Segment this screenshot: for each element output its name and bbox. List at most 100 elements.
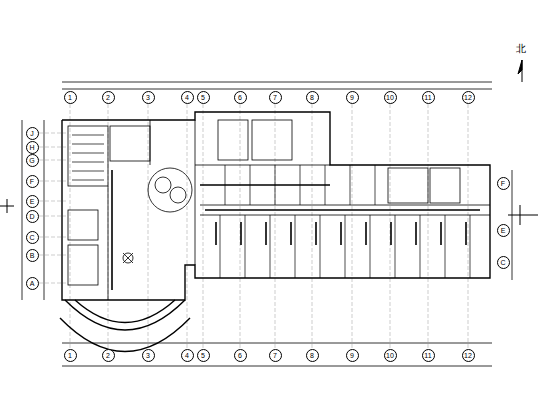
grid-bubble: E xyxy=(26,195,39,208)
grid-bubble: 7 xyxy=(269,91,282,104)
fan-coil xyxy=(365,222,367,245)
grid-bubble: H xyxy=(26,141,39,154)
partition xyxy=(395,215,396,278)
grid-line xyxy=(428,104,429,348)
grid-number: 2 xyxy=(106,94,110,101)
grid-number: 9 xyxy=(350,352,354,359)
grid-line xyxy=(240,104,241,348)
grid-number: 11 xyxy=(424,352,431,359)
partition xyxy=(220,215,221,278)
grid-number: 6 xyxy=(238,352,242,359)
grid-number: 12 xyxy=(464,352,472,359)
partition xyxy=(300,165,301,205)
grid-line xyxy=(275,104,276,348)
grid-bubble: 9 xyxy=(346,349,359,362)
fan-coil xyxy=(315,222,317,245)
interior-walls xyxy=(68,120,490,300)
grid-bubble: 1 xyxy=(64,91,77,104)
partition xyxy=(470,215,471,278)
grid-line xyxy=(70,104,71,348)
equipment-line xyxy=(72,144,104,145)
grid-number: F xyxy=(30,178,34,185)
grid-number: 9 xyxy=(350,94,354,101)
grid-bubble: 7 xyxy=(269,349,282,362)
fan-coil xyxy=(265,222,267,245)
grid-bubble: 6 xyxy=(234,349,247,362)
grid-bubble: E xyxy=(497,224,510,237)
grid-bubble: 4 xyxy=(181,349,194,362)
grid-number: 8 xyxy=(310,352,314,359)
partition xyxy=(375,165,376,205)
grid-bubble: 1 xyxy=(64,349,77,362)
grid-line xyxy=(468,104,469,348)
fan-coil xyxy=(390,222,392,245)
dimension-lines xyxy=(22,82,512,366)
grid-number: E xyxy=(501,227,506,234)
grid-number: 2 xyxy=(106,352,110,359)
grid-bubble: 12 xyxy=(462,349,475,362)
grid-number: 1 xyxy=(68,94,72,101)
grid-bubble: 5 xyxy=(197,349,210,362)
grid-bubble: B xyxy=(26,249,39,262)
grid-bubble: 11 xyxy=(422,349,435,362)
fan-coil xyxy=(340,222,342,245)
fan-coil xyxy=(290,222,292,245)
grid-bubble: 9 xyxy=(346,91,359,104)
fan-coil xyxy=(215,222,217,245)
partition xyxy=(245,215,246,278)
partition xyxy=(350,165,351,205)
grid-bubble: F xyxy=(26,175,39,188)
grid-number: C xyxy=(29,234,34,241)
grid-number: A xyxy=(30,280,35,287)
grid-number: F xyxy=(501,180,505,187)
fan-coil xyxy=(465,222,467,245)
grid-number: 12 xyxy=(464,94,472,101)
partition xyxy=(420,215,421,278)
grid-number: 7 xyxy=(273,94,277,101)
equipment-line xyxy=(72,162,104,163)
grid-bubble: 2 xyxy=(102,91,115,104)
grid-bubble: C xyxy=(497,256,510,269)
equipment-line xyxy=(72,171,104,172)
grid-number: 5 xyxy=(201,94,205,101)
grid-bubble: 3 xyxy=(142,91,155,104)
grid-number: 1 xyxy=(68,352,72,359)
grid-line xyxy=(390,104,391,348)
grid-bubble: 4 xyxy=(181,91,194,104)
outer-walls xyxy=(60,112,490,352)
grid-bubble: G xyxy=(26,154,39,167)
grid-bubble: 3 xyxy=(142,349,155,362)
grid-number: H xyxy=(29,144,34,151)
fan-coil xyxy=(240,222,242,245)
grid-number: E xyxy=(30,198,35,205)
grid-bubble: A xyxy=(26,277,39,290)
grid-bubble: D xyxy=(26,210,39,223)
grid-bubble: 6 xyxy=(234,91,247,104)
grid-number: D xyxy=(29,213,34,220)
grid-line xyxy=(203,104,204,348)
grid-number: 4 xyxy=(185,352,189,359)
grid-number: 4 xyxy=(185,94,189,101)
partition xyxy=(345,215,346,278)
grid-bubble: 8 xyxy=(306,91,319,104)
grid-number: B xyxy=(30,252,35,259)
partition xyxy=(270,215,271,278)
grid-line xyxy=(148,104,149,348)
fan-coil xyxy=(415,222,417,245)
grid-number: 10 xyxy=(386,352,394,359)
grid-number: 5 xyxy=(201,352,205,359)
grid-number: 6 xyxy=(238,94,242,101)
grid-number: G xyxy=(29,157,34,164)
partition xyxy=(325,165,326,205)
grid-bubble: 10 xyxy=(384,349,397,362)
grid-bubble: 10 xyxy=(384,91,397,104)
grid-number: 10 xyxy=(386,94,394,101)
grid-line xyxy=(352,104,353,348)
partition xyxy=(445,215,446,278)
grid-line xyxy=(312,104,313,348)
grid-line xyxy=(187,104,188,348)
equipment-line xyxy=(72,180,104,181)
grid-number: 3 xyxy=(146,352,150,359)
north-label: 北 xyxy=(516,44,526,54)
grid-number: 8 xyxy=(310,94,314,101)
